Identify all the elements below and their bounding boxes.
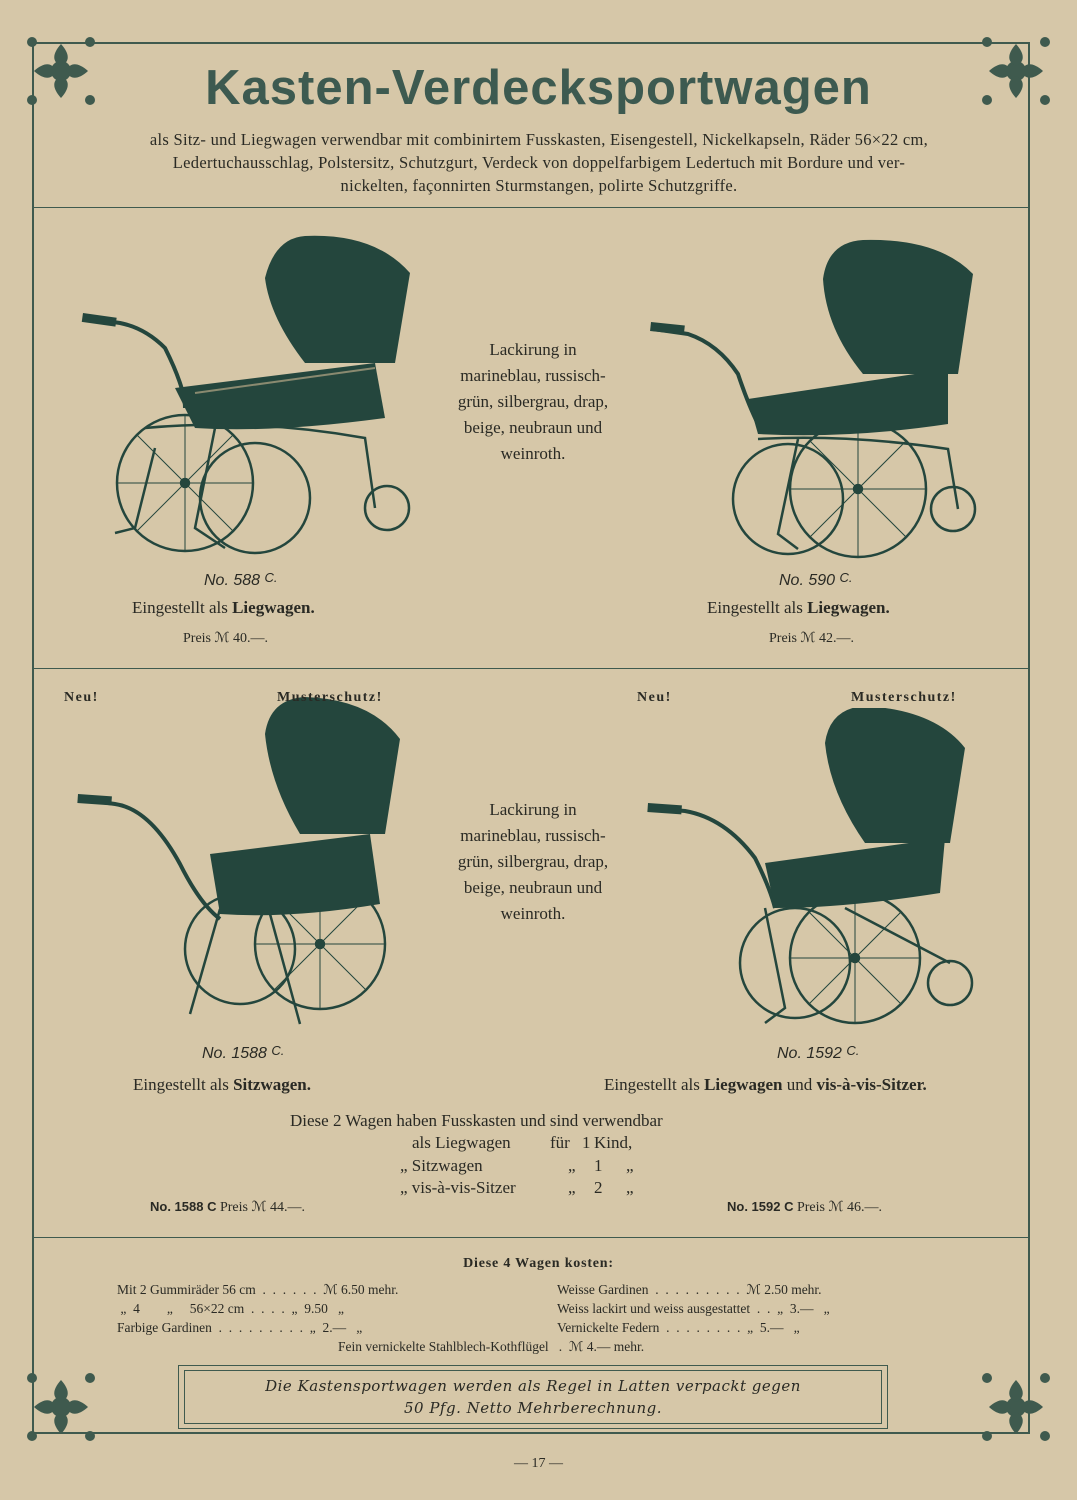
model-suffix: C. bbox=[264, 570, 278, 585]
lack-line: weinroth. bbox=[500, 904, 566, 923]
usage-row: „ vis-à-vis-Sitzer„2„ bbox=[400, 1178, 634, 1197]
badge-neu: Neu! bbox=[637, 690, 672, 705]
model-suffix: C. bbox=[839, 570, 853, 585]
intro-line: nickelten, façonnirten Sturmstangen, pol… bbox=[340, 176, 738, 195]
pram-1588-image bbox=[77, 697, 400, 1025]
costs-title: Diese 4 Wagen kosten: bbox=[463, 1256, 614, 1271]
model-no: No. 588 bbox=[204, 572, 261, 589]
lackierung-text: Lackirung in marineblau, russisch- grün,… bbox=[433, 337, 633, 467]
cost-row: Mit 2 Gummiräder 56 cm . . . . . . ℳ 6.5… bbox=[117, 1282, 399, 1297]
lack-line: Lackirung in bbox=[489, 340, 577, 359]
page-number: — 17 — bbox=[514, 1456, 563, 1471]
ornament-icon bbox=[27, 37, 95, 105]
rule-1 bbox=[32, 207, 1030, 208]
packing-box-inner bbox=[184, 1370, 882, 1424]
intro-line: Ledertuchausschlag, Polstersitz, Schutzg… bbox=[172, 153, 906, 172]
model-subtitle: Eingestellt als Sitzwagen. bbox=[133, 1075, 312, 1094]
intro-text: als Sitz- und Liegwagen verwendbar mit c… bbox=[60, 128, 1018, 197]
price-1592: No. 1592 C Preis ℳ 46.—. bbox=[727, 1199, 882, 1215]
model-number: No. 1588 C. bbox=[202, 1043, 284, 1063]
lack-line: Lackirung in bbox=[489, 800, 577, 819]
rule-3 bbox=[32, 1237, 1030, 1238]
usage-row: „ Sitzwagen„1„ bbox=[400, 1156, 634, 1175]
cost-row: Vernickelte Federn . . . . . . . . „ 5.—… bbox=[557, 1320, 800, 1335]
lack-line: marineblau, russisch- bbox=[460, 826, 606, 845]
model-suffix: C. bbox=[271, 1043, 285, 1058]
badge-neu: Neu! bbox=[64, 690, 99, 705]
model-subtitle: Eingestellt als Liegwagen. bbox=[132, 598, 315, 617]
page-title: Kasten-Verdecksportwagen bbox=[205, 61, 872, 115]
pram-588-image bbox=[81, 235, 411, 555]
ornament-icon bbox=[982, 1373, 1050, 1441]
packing-box bbox=[178, 1365, 888, 1429]
ornament-icon bbox=[982, 37, 1050, 105]
model-suffix: C. bbox=[846, 1043, 860, 1058]
badge-musterschutz: Musterschutz! bbox=[851, 690, 957, 705]
page-frame bbox=[32, 42, 1030, 1434]
cost-row: Weiss lackirt und weiss ausgestattet . .… bbox=[557, 1301, 830, 1316]
lack-line: beige, neubraun und bbox=[463, 878, 603, 897]
pram-1592-image bbox=[647, 708, 974, 1025]
model-no: No. 590 bbox=[779, 572, 836, 589]
lackierung-text: Lackirung in marineblau, russisch- grün,… bbox=[433, 797, 633, 927]
model-subtitle: Eingestellt als Liegwagen. bbox=[707, 598, 890, 617]
badge-musterschutz: Musterschutz! bbox=[277, 690, 383, 705]
model-subtitle: Eingestellt als Liegwagen und vis-à-vis-… bbox=[604, 1075, 927, 1094]
lack-line: grün, silbergrau, drap, bbox=[457, 852, 609, 871]
pram-590-image bbox=[650, 239, 977, 559]
intro-line: als Sitz- und Liegwagen verwendbar mit c… bbox=[149, 130, 929, 149]
price-1588: No. 1588 C Preis ℳ 44.—. bbox=[150, 1199, 305, 1215]
model-price: Preis ℳ 42.—. bbox=[769, 631, 854, 646]
lack-line: weinroth. bbox=[500, 444, 566, 463]
rule-2 bbox=[32, 668, 1030, 669]
lack-line: marineblau, russisch- bbox=[460, 366, 606, 385]
lack-line: beige, neubraun und bbox=[463, 418, 603, 437]
model-no: No. 1592 bbox=[777, 1045, 842, 1062]
cost-row: Weisse Gardinen . . . . . . . . . ℳ 2.50… bbox=[557, 1282, 822, 1297]
usage-note: Diese 2 Wagen haben Fusskasten und sind … bbox=[290, 1111, 663, 1130]
cost-row: „ 4 „ 56×22 cm . . . . „ 9.50 „ bbox=[117, 1301, 344, 1316]
model-number: No. 590 C. bbox=[779, 570, 853, 590]
model-price: Preis ℳ 40.—. bbox=[183, 631, 268, 646]
ornament-icon bbox=[27, 1373, 95, 1441]
packing-note: Die Kastensportwagen werden als Regel in… bbox=[265, 1377, 801, 1417]
model-number: No. 588 C. bbox=[204, 570, 278, 590]
lack-line: grün, silbergrau, drap, bbox=[457, 392, 609, 411]
model-no: No. 1588 bbox=[202, 1045, 267, 1062]
cost-row: Fein vernickelte Stahlblech-Kothflügel .… bbox=[338, 1339, 645, 1354]
cost-row: Farbige Gardinen . . . . . . . . . „ 2.—… bbox=[117, 1320, 363, 1335]
model-number: No. 1592 C. bbox=[777, 1043, 859, 1063]
